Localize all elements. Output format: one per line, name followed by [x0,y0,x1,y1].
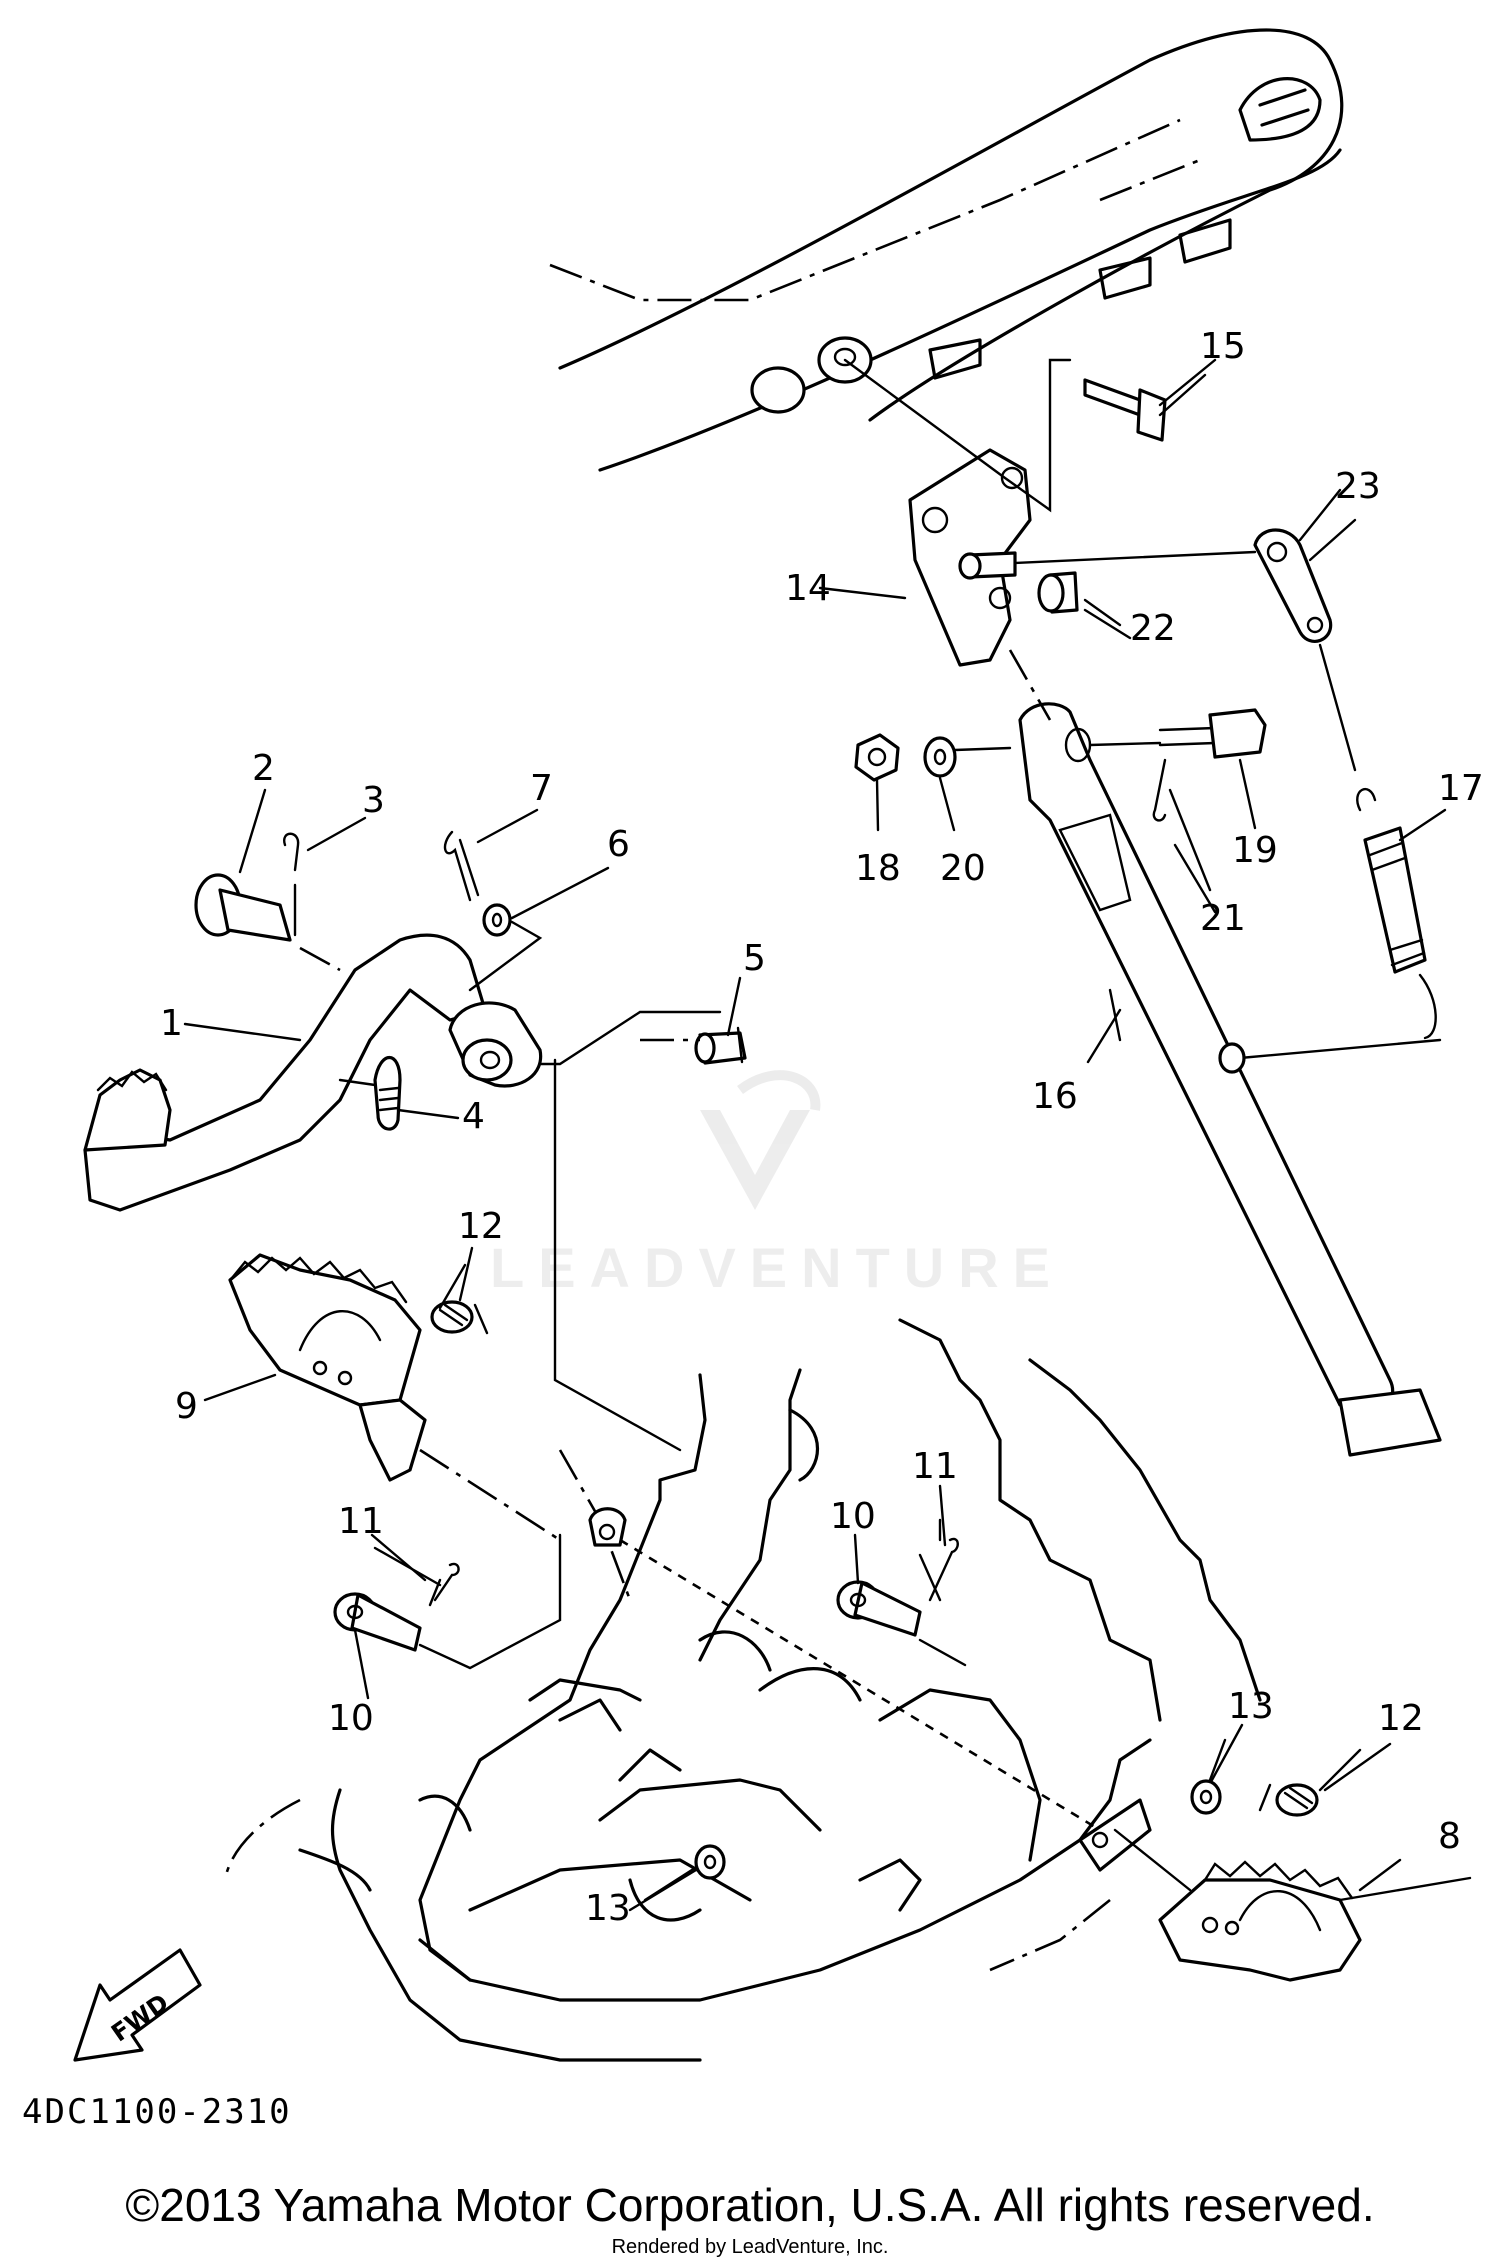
washer-13-left [643,1844,726,1902]
sidestand [1008,649,1442,1457]
callout-5: 5 [743,938,766,979]
pivot-shaft [194,832,341,972]
rendered-by-credit: Rendered by LeadVenture, Inc. [611,2236,889,2258]
pin-and-collar [958,550,1257,627]
spring-plate [1253,488,1357,772]
cotter-and-washer [443,830,543,992]
frame-bushings [750,336,873,414]
callout-9: 9 [175,1386,198,1427]
callout-10-left: 10 [328,1698,374,1739]
stand-bracket [843,358,1072,667]
callout-21: 21 [1200,898,1246,939]
callout-6: 6 [607,824,630,865]
callout-12-top: 12 [458,1206,504,1247]
bolt-15 [1083,373,1207,442]
callout-leaders [183,358,1472,1912]
callout-17: 17 [1438,768,1484,809]
callout-12-right: 12 [1378,1698,1424,1739]
callout-22: 22 [1130,608,1176,649]
watermark-text: LEADVENTURE [490,1236,1065,1299]
brake-pedal [83,933,722,1452]
callout-7: 7 [530,768,553,809]
callout-14: 14 [785,568,831,609]
callout-2: 2 [252,748,275,789]
copyright-notice: ©2013 Yamaha Motor Corporation, U.S.A. A… [125,2179,1375,2231]
callout-19: 19 [1232,830,1278,871]
callout-3: 3 [362,780,385,821]
callout-13-left: 13 [585,1888,631,1929]
footrest-right [1158,1858,1402,1982]
callout-16: 16 [1032,1076,1078,1117]
return-spring [1218,788,1442,1074]
callout-11-left: 11 [338,1501,384,1542]
swingarm-outline [549,28,1344,472]
callout-labels: 1 2 3 4 5 6 7 8 9 10 10 11 11 12 12 13 1… [160,326,1484,1929]
clevis-pin [694,1026,747,1065]
callout-23: 23 [1335,466,1381,507]
callout-15: 15 [1200,326,1246,367]
callout-8: 8 [1438,1816,1461,1857]
frame-outline [223,1038,1262,2062]
pedal-spring [338,1056,402,1131]
callout-10-right: 10 [830,1496,876,1537]
callout-20: 20 [940,848,986,889]
footrest-spring-left [430,1263,489,1335]
footrest-mount-right [1078,1798,1192,1892]
footrest-spring-right [1190,1738,1362,1817]
callout-18: 18 [855,848,901,889]
footrest-left [228,1253,427,1482]
callout-13-right: 13 [1228,1686,1274,1727]
diagram-code: 4DC1100-2310 [22,2092,292,2132]
callout-4: 4 [462,1096,485,1137]
bolt-19 [1152,708,1267,892]
nut-and-washer [854,733,1012,782]
pin-left [333,1533,562,1670]
leadventure-logo-watermark [700,1070,821,1210]
fwd-arrow-icon: FWD [73,1948,202,2062]
callout-1: 1 [160,1003,183,1044]
callout-11-right: 11 [912,1446,958,1487]
footrest-mount-left [419,1448,1101,1832]
pin-right [836,1518,967,1667]
